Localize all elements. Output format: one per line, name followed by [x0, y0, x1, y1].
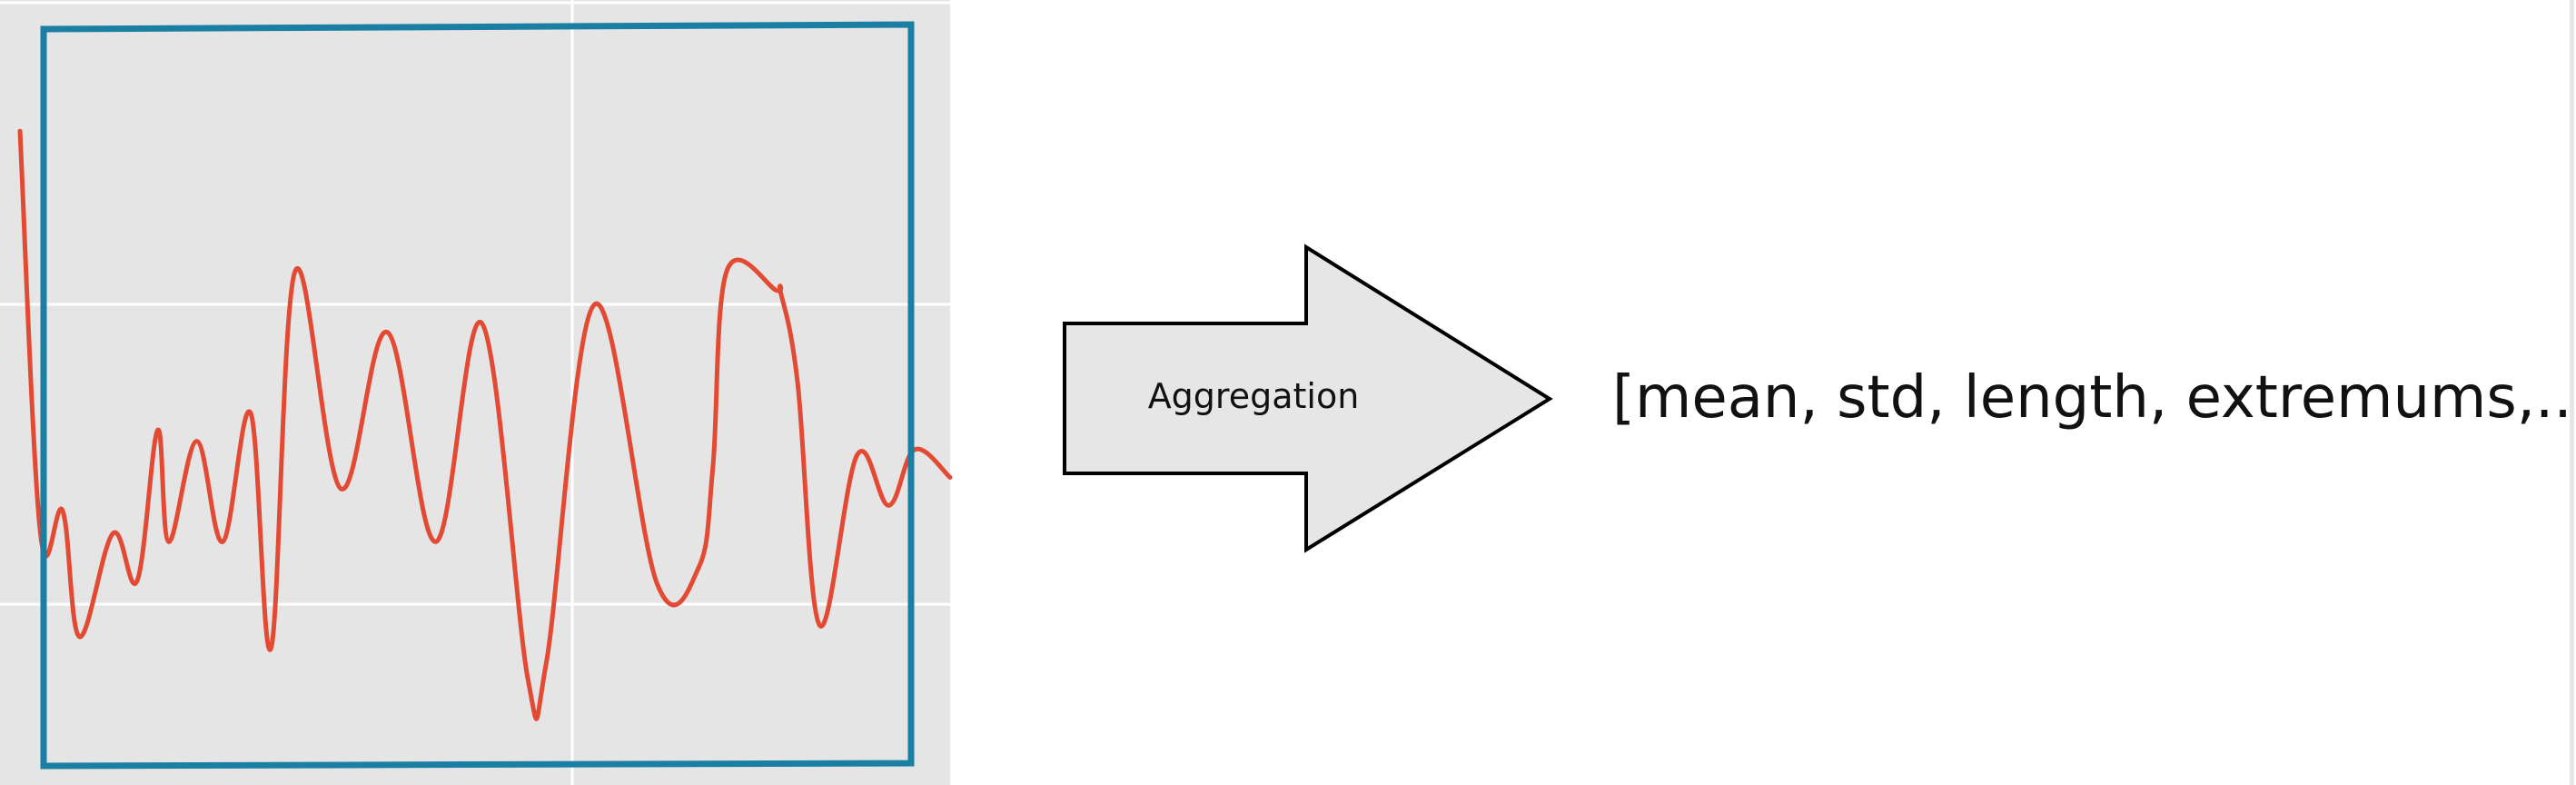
feature-list-text: [mean, std, length, extremums,...] [1612, 364, 2576, 432]
aggregation-arrow [1063, 243, 1553, 553]
aggregation-window-box [40, 21, 915, 770]
signal-line [17, 128, 953, 721]
aggregation-label: Aggregation [1147, 376, 1360, 416]
right-edge-divider [2570, 0, 2574, 785]
plot-background [0, 0, 950, 785]
plot-grid [0, 0, 950, 785]
